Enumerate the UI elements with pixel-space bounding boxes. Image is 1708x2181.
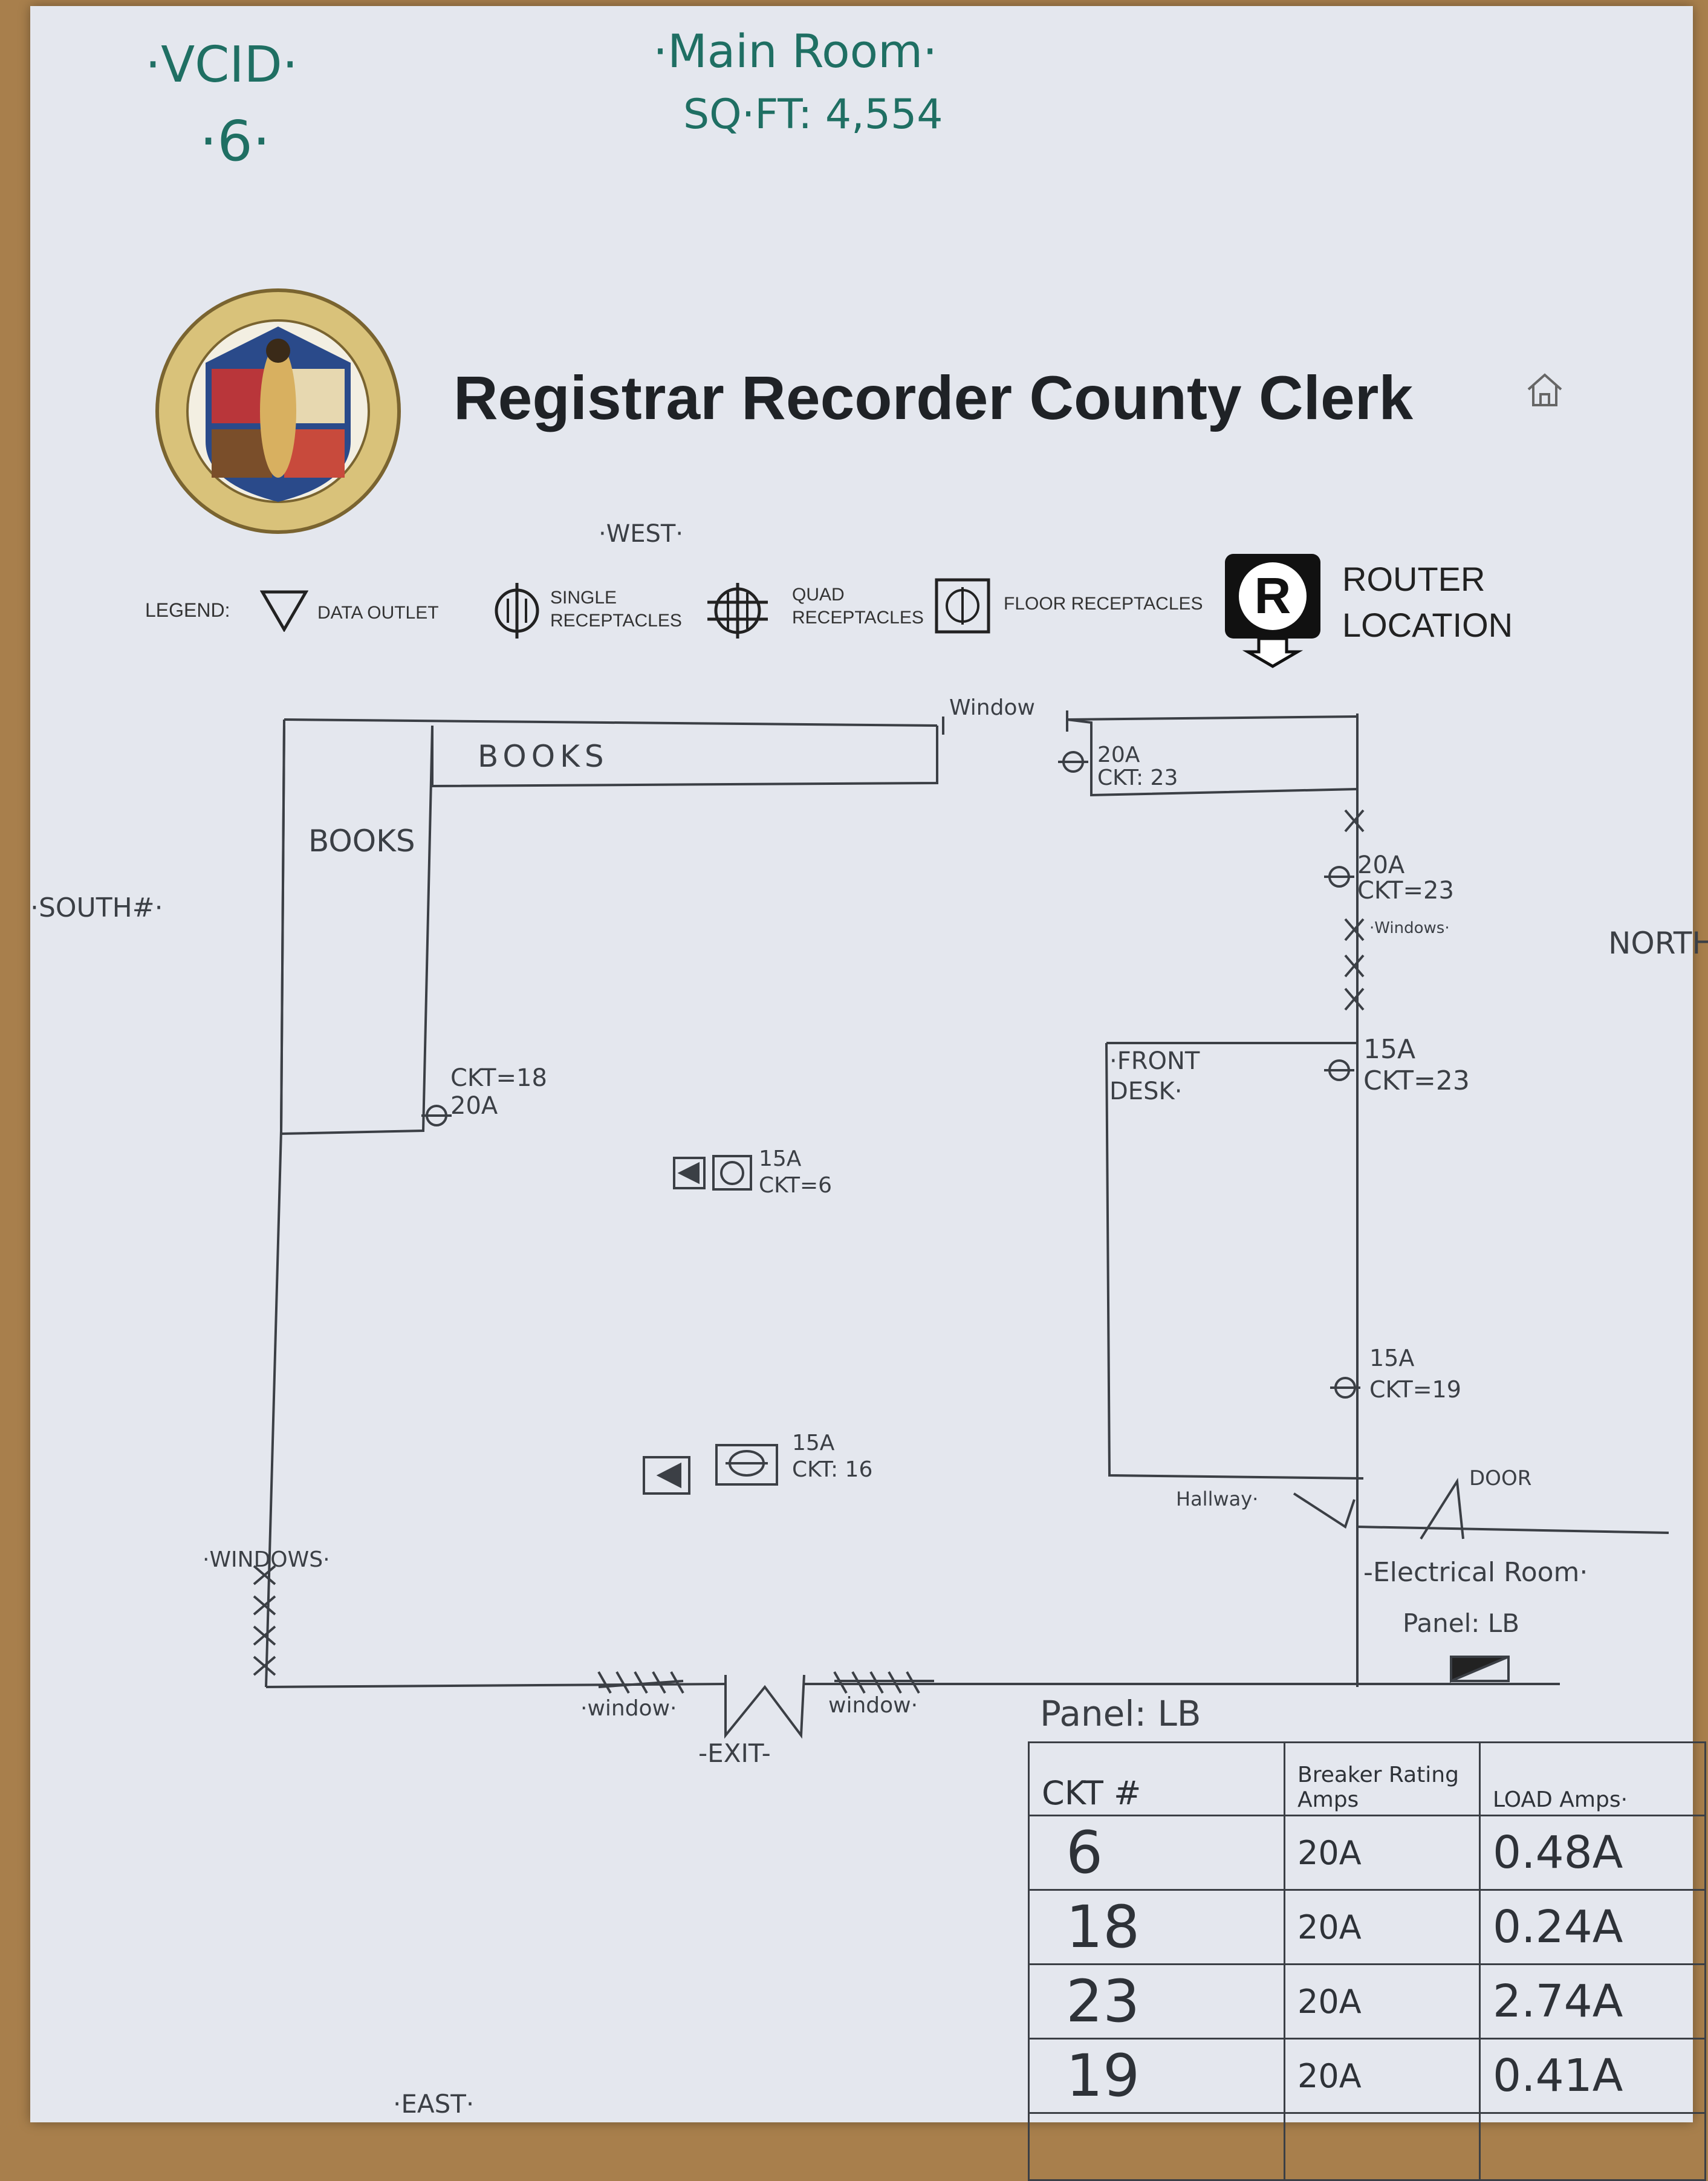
load-cell: 0.41A (1479, 2038, 1706, 2114)
legend-floor-receptacles: FLOOR RECEPTACLES (1004, 594, 1203, 614)
square-footage: SQ·FT: 4,554 (683, 91, 943, 138)
table-row: 6 20A 0.48A (1028, 1815, 1706, 1891)
floor-receptacle-icon (934, 577, 992, 637)
router-glyph: R (1255, 567, 1291, 624)
vcid-label: ·VCID· (145, 36, 298, 94)
table-row-empty (1028, 2112, 1706, 2181)
exit-label: -EXIT- (698, 1738, 771, 1768)
legend-single-receptacles: SINGLE RECEPTACLES (550, 588, 682, 631)
legend-title: LEGEND: (145, 599, 230, 621)
router-location-icon: R (1221, 550, 1324, 671)
home-icon[interactable] (1524, 369, 1566, 414)
table-row: 23 20A 2.74A (1028, 1963, 1706, 2040)
receptacle-symbols (421, 751, 1360, 1399)
books-top-label: BOOKS (478, 739, 609, 774)
single-receptacle-icon (490, 580, 544, 643)
vcid-number: ·6· (200, 109, 271, 174)
quad-receptacle-icon (701, 580, 774, 643)
header-ckt: CKT # (1028, 1741, 1285, 1816)
direction-west: ·WEST· (599, 520, 684, 548)
panel-location-label: Panel: LB (1403, 1608, 1520, 1638)
direction-east: ·EAST· (393, 2089, 475, 2119)
load-cell: 0.48A (1479, 1815, 1706, 1891)
ckt-cell: 18 (1028, 1889, 1285, 1965)
window-bottom-right-label: window· (828, 1693, 918, 1718)
room-name: ·Main Room· (653, 24, 938, 78)
panel-table-title: Panel: LB (1040, 1693, 1201, 1734)
books-left-label: BOOKS (308, 822, 415, 860)
load-cell: 2.74A (1479, 1963, 1706, 2040)
legend-quad-receptacles: QUAD RECEPTACLES (792, 585, 924, 628)
ckt-cell: 23 (1028, 1963, 1285, 2040)
load-cell: 0.24A (1479, 1889, 1706, 1965)
window-bottom-left-label: ·window· (580, 1696, 677, 1721)
breaker-cell: 20A (1284, 2038, 1481, 2114)
direction-south: ·SOUTH#· (30, 895, 163, 921)
table-row: 18 20A 0.24A (1028, 1889, 1706, 1965)
breaker-cell: 20A (1284, 1963, 1481, 2040)
legend-router-location: ROUTER LOCATION (1342, 560, 1513, 644)
windows-right-label: ·Windows· (1369, 919, 1450, 937)
legend-data-outlet: DATA OUTLET (317, 603, 439, 623)
ckt-cell: 19 (1028, 2038, 1285, 2114)
electrical-room-label: -Electrical Room· (1363, 1557, 1588, 1588)
windows-left-label: ·WINDOWS· (203, 1548, 330, 1572)
breaker-cell: 20A (1284, 1815, 1481, 1891)
table-row: 19 20A 0.41A (1028, 2038, 1706, 2114)
header-load: LOAD Amps· (1479, 1741, 1706, 1816)
county-seal-icon (151, 284, 405, 541)
page-title: Registrar Recorder County Clerk (453, 363, 1414, 432)
ckt-cell: 6 (1028, 1815, 1285, 1891)
data-outlet-icon (259, 590, 309, 634)
direction-north: NORTH# (1608, 925, 1708, 961)
table-header-row: CKT # Breaker Rating Amps LOAD Amps· (1028, 1741, 1706, 1816)
panel-table: CKT # Breaker Rating Amps LOAD Amps· 6 2… (1028, 1741, 1706, 2181)
front-desk-label: ·FRONT DESK· (1109, 1046, 1200, 1107)
hallway-label: Hallway· (1176, 1487, 1259, 1510)
window-top-label: Window (949, 695, 1035, 720)
door-label: DOOR (1469, 1466, 1532, 1490)
header-breaker: Breaker Rating Amps (1284, 1741, 1481, 1816)
breaker-cell: 20A (1284, 1889, 1481, 1965)
